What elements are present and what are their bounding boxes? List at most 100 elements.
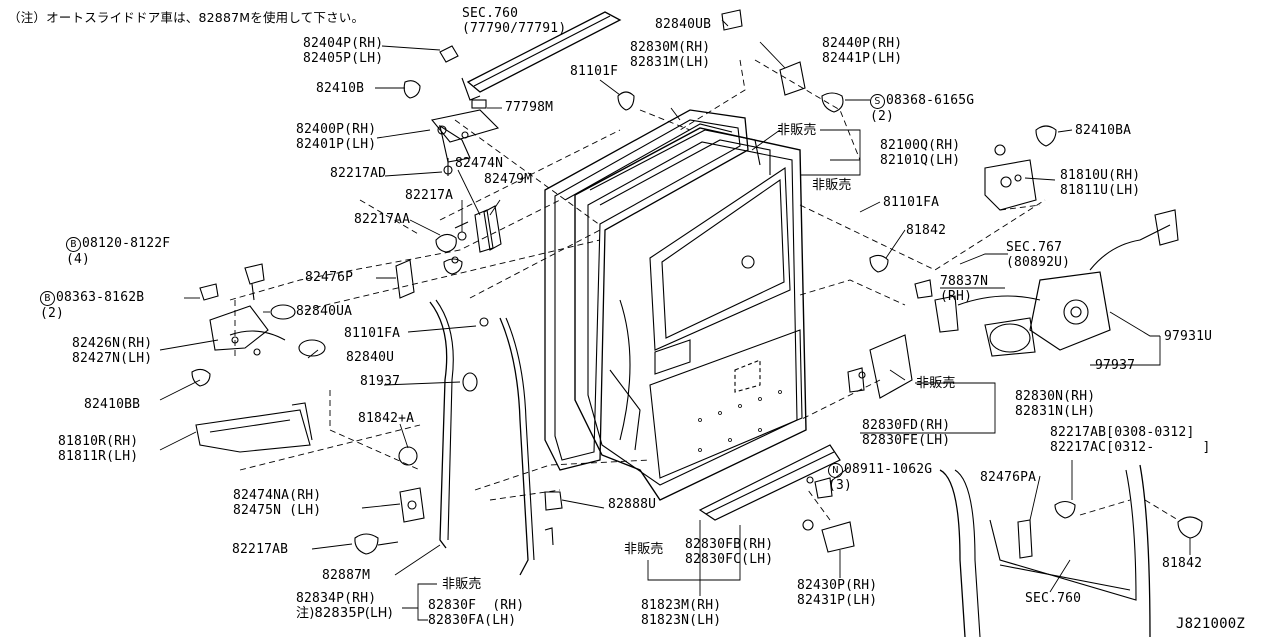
callout-line: 82830FE(LH) xyxy=(862,433,950,448)
callout-81810r: 81810R(RH)81811R(LH) xyxy=(58,434,138,464)
lower-bracket-parts xyxy=(354,487,563,555)
callout-81101fa-mid: 81101FA xyxy=(344,326,400,341)
callout-line: 82830FA(LH) xyxy=(428,613,524,628)
callout-line: (2) xyxy=(40,306,144,321)
part-number-text: 82476P xyxy=(305,270,354,285)
callout-line: 81823N(LH) xyxy=(641,613,721,628)
callout-sec760-top: SEC.760(77790/77791) xyxy=(462,6,566,36)
callout-line: 非販売 xyxy=(442,577,482,592)
callout-line: 非販売 xyxy=(624,542,664,557)
part-number-text: 82430P(RH) xyxy=(797,578,878,593)
callout-81937: 81937 xyxy=(360,374,400,389)
callout-81823m: 81823M(RH)81823N(LH) xyxy=(641,598,721,628)
guide-lines xyxy=(229,59,1179,521)
callout-82888u: 82888U xyxy=(608,497,656,512)
part-number-text: 82476PA xyxy=(980,470,1037,485)
part-number-text: 81842 xyxy=(1162,556,1203,571)
body-side-panel xyxy=(939,464,1203,637)
part-number-text: 82831N(LH) xyxy=(1015,404,1096,419)
fastener-type-badge: B xyxy=(40,291,55,306)
callout-line: 82831M(LH) xyxy=(630,55,710,70)
callout-line: 82217AB xyxy=(232,542,288,557)
part-number-text: 82830FC(LH) xyxy=(685,552,774,567)
callout-82440p: 82440P(RH)82441P(LH) xyxy=(822,36,902,66)
callout-line: 82217A xyxy=(405,188,453,203)
part-number-text: (2) xyxy=(40,306,65,321)
callout-82887m: 82887M xyxy=(322,568,370,583)
lower-rail xyxy=(698,444,855,553)
part-number-text: 82404P(RH) xyxy=(303,36,384,51)
part-number-text: 81101FA xyxy=(883,195,940,210)
callout-sec760-bottom: SEC.760 xyxy=(1025,591,1081,606)
part-number-text: SEC.760 xyxy=(1025,591,1082,606)
callout-line: 82217AB[0308-0312] xyxy=(1050,425,1211,440)
part-number-text: 82475N (LH) xyxy=(233,503,322,518)
callout-81842-mid: 81842 xyxy=(906,223,946,238)
callout-82100q: 82100Q(RH)82101Q(LH) xyxy=(880,138,960,168)
callout-line: 81101FA xyxy=(883,195,939,210)
part-number-text: 97937 xyxy=(1095,358,1136,373)
part-number-text: 81101F xyxy=(570,64,619,79)
door-frame-weatherstrip xyxy=(544,109,771,471)
callout-line: 78837N xyxy=(940,274,988,289)
part-number-text: 81811U(LH) xyxy=(1060,183,1141,198)
callout-line: 82217AA xyxy=(354,212,410,227)
part-number-text: 82217AC[0312- ] xyxy=(1050,440,1211,455)
part-number-text: 82834P(RH) xyxy=(296,591,377,606)
callout-line: 97931U xyxy=(1164,329,1212,344)
callout-line: 82830FC(LH) xyxy=(685,552,773,567)
part-number-text: 82830FD(RH) xyxy=(862,418,951,433)
upper-hinge-bracket xyxy=(403,45,500,176)
callout-line: 82887M xyxy=(322,568,370,583)
callout-82834p: 82834P(RH)注)82835P(LH) xyxy=(296,591,393,621)
part-number-text: 82217AB[0308-0312] xyxy=(1050,425,1195,440)
callout-line: 81811R(LH) xyxy=(58,449,138,464)
part-number-text: 82400P(RH) xyxy=(296,122,377,137)
callout-line: 81101F xyxy=(570,64,618,79)
fastener-type-badge: B xyxy=(66,237,81,252)
callout-82400p: 82400P(RH)82401P(LH) xyxy=(296,122,376,152)
callout-81842a: 81842+A xyxy=(358,411,414,426)
callout-82830m: 82830M(RH)82831M(LH) xyxy=(630,40,710,70)
callout-82430p: 82430P(RH)82431P(LH) xyxy=(797,578,877,608)
callout-line: 82475N (LH) xyxy=(233,503,321,518)
callout-82830n: 82830N(RH)82831N(LH) xyxy=(1015,389,1095,419)
part-number-text: 82217AD xyxy=(330,166,387,181)
callout-line: 非販売 xyxy=(916,376,956,391)
part-number-text: 82101Q(LH) xyxy=(880,153,961,168)
callout-line: 81810U(RH) xyxy=(1060,168,1140,183)
callout-line: (2) xyxy=(870,109,974,124)
callout-line: 82430P(RH) xyxy=(797,578,877,593)
callout-77798m: 77798M xyxy=(505,100,553,115)
part-number-text: 82217AA xyxy=(354,212,411,227)
part-number-text: 81811R(LH) xyxy=(58,449,139,464)
callout-line: (RH) xyxy=(940,289,988,304)
callout-line: 82479M xyxy=(484,172,532,187)
callout-82474na: 82474NA(RH)82475N (LH) xyxy=(233,488,321,518)
callout-line: (3) xyxy=(828,478,932,493)
callout-78837n: 78837N(RH) xyxy=(940,274,988,304)
callout-line: 非販売 xyxy=(812,178,852,193)
center-roller-unit xyxy=(869,125,1057,273)
part-number-text: 08363-8162B xyxy=(56,290,145,305)
callout-82474n: 82474N xyxy=(455,156,503,171)
callout-81842-right: 81842 xyxy=(1162,556,1202,571)
upper-roller-unit xyxy=(617,9,844,113)
center-rail-bracket xyxy=(847,334,913,399)
callout-line: 82840U xyxy=(346,350,394,365)
callout-line: 82830FB(RH) xyxy=(685,537,773,552)
part-number-text: 81810U(RH) xyxy=(1060,168,1141,183)
part-number-text: SEC.767 xyxy=(1006,240,1063,255)
callout-line: (4) xyxy=(66,252,170,267)
callout-nonsale-d: 非販売 xyxy=(624,542,664,557)
callout-line: 82217AC[0312- ] xyxy=(1050,440,1211,455)
callout-81101f: 81101F xyxy=(570,64,618,79)
part-number-text: 78837N xyxy=(940,274,989,289)
part-number-text: 非販売 xyxy=(812,178,852,193)
part-number-text: 82840UB xyxy=(655,17,712,32)
callout-line: 81810R(RH) xyxy=(58,434,138,449)
part-number-text: 81101FA xyxy=(344,326,401,341)
